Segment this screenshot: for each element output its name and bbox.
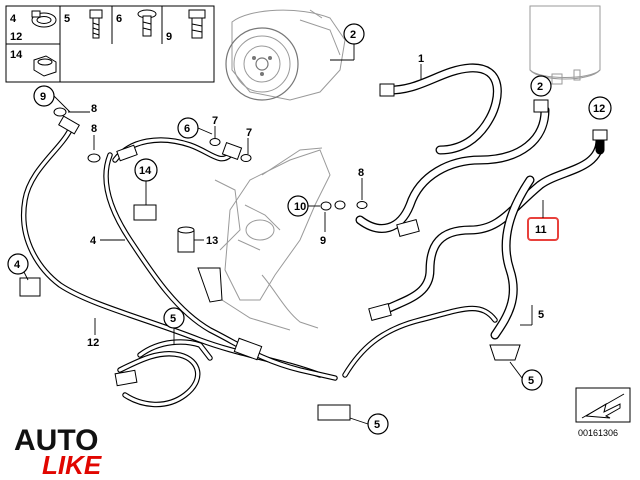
svg-text:AUTO: AUTO <box>14 424 98 457</box>
parts-legend: 4 5 6 12 9 14 <box>5 5 215 83</box>
power-steering-pump <box>225 9 346 101</box>
steering-gear-box <box>214 147 331 331</box>
svg-text:11: 11 <box>535 224 547 236</box>
callout-8c: 8 <box>358 167 364 179</box>
callout-11-highlighted: 11 <box>527 217 559 241</box>
svg-text:7: 7 <box>246 127 252 139</box>
part-13-mount <box>177 226 195 253</box>
callout-14: 14 <box>134 158 158 182</box>
callout-9a: 9 <box>33 85 55 107</box>
svg-text:5: 5 <box>538 309 544 321</box>
callout-12: 12 <box>588 96 612 120</box>
svg-text:1: 1 <box>418 53 424 65</box>
hose-11-branch <box>490 175 535 340</box>
pipe-loop-4 <box>117 339 213 408</box>
svg-text:13: 13 <box>206 235 218 247</box>
diagram-ref-number: 00161306 <box>578 428 618 438</box>
hose-12-reservoir <box>592 129 608 155</box>
svg-text:8: 8 <box>358 167 364 179</box>
nut-icon <box>33 55 57 77</box>
callout-4c: 5 <box>538 309 544 321</box>
legend-cell-14: 14 <box>10 49 23 61</box>
callout-5a: 5 <box>521 369 543 391</box>
callout-2a: 2 <box>343 23 365 45</box>
fluid-reservoir <box>529 5 601 85</box>
svg-text:8: 8 <box>91 123 97 135</box>
callout-6: 6 <box>177 117 199 139</box>
hose-11-return <box>380 135 605 315</box>
legend-cell-6: 6 <box>116 13 122 25</box>
pipe-right-return <box>342 305 498 378</box>
legend-cell-5: 5 <box>64 13 70 25</box>
svg-text:10: 10 <box>294 201 306 213</box>
callout-5b: 5 <box>367 413 389 435</box>
svg-text:5: 5 <box>170 313 176 325</box>
svg-text:9: 9 <box>40 91 46 103</box>
banjo-bolt-icon <box>188 9 206 39</box>
svg-text:5: 5 <box>528 375 534 387</box>
callout-10: 12 <box>87 337 99 349</box>
callout-8a: 8 <box>91 103 97 115</box>
legend-cell-4: 4 <box>10 13 17 25</box>
svg-text:12: 12 <box>593 103 605 115</box>
hose-reservoir-return <box>355 105 550 233</box>
svg-text:2: 2 <box>350 29 356 41</box>
callout-2b: 2 <box>530 75 552 97</box>
line-fittings <box>58 83 549 387</box>
seal-ring-icon <box>53 107 67 117</box>
callout-4a: 4 <box>7 253 29 275</box>
svg-text:7: 7 <box>212 115 218 127</box>
svg-text:LIKE: LIKE <box>42 450 102 480</box>
svg-text:6: 6 <box>184 123 190 135</box>
svg-text:4: 4 <box>14 259 21 271</box>
bolt-icon <box>137 9 157 37</box>
legend-cell-12: 12 <box>10 31 22 43</box>
legend-cell-9: 9 <box>166 31 172 43</box>
svg-text:14: 14 <box>139 165 152 177</box>
orientation-box <box>575 387 631 423</box>
callout-13: 13 <box>206 235 218 247</box>
svg-text:9: 9 <box>320 235 326 247</box>
callout-4b: 5 <box>163 307 185 329</box>
mounting-brackets <box>19 204 521 421</box>
svg-text:5: 5 <box>374 419 380 431</box>
hose-1-feed <box>380 63 502 155</box>
callout-8b: 8 <box>91 123 97 135</box>
screw-icon <box>89 9 103 39</box>
callout-3: 4 <box>90 235 97 247</box>
svg-text:4: 4 <box>90 235 97 247</box>
callout-7a: 7 <box>212 115 218 127</box>
svg-text:12: 12 <box>87 337 99 349</box>
callout-9b: 10 <box>287 195 309 217</box>
hose-clamp-icon <box>31 10 57 28</box>
callout-1: 1 <box>418 53 424 65</box>
svg-text:8: 8 <box>91 103 97 115</box>
autolike-logo: AUTO LIKE <box>14 424 102 480</box>
callout-8d: 9 <box>320 235 326 247</box>
callout-7b: 7 <box>246 127 252 139</box>
svg-text:2: 2 <box>537 81 543 93</box>
